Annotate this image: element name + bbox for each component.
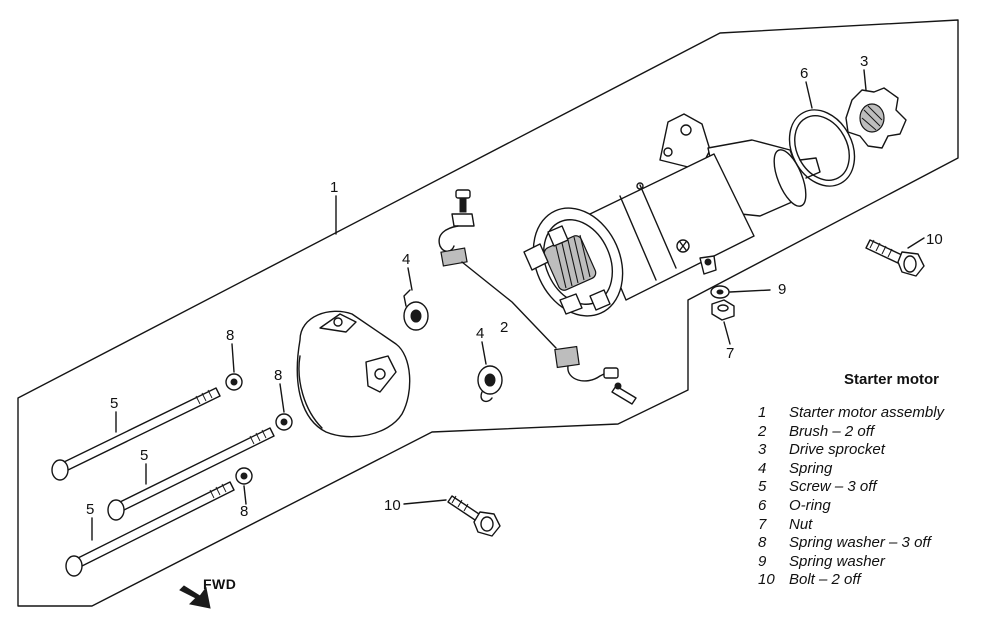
callout-7: 7 (726, 345, 734, 362)
legend-number: 2 (758, 422, 767, 440)
callout-9: 9 (778, 281, 786, 298)
screw-top (51, 387, 221, 481)
legend-number: 4 (758, 459, 767, 477)
legend-item: 9 Spring washer (758, 553, 944, 572)
callout-5-top: 5 (110, 395, 118, 412)
spring-lower (477, 365, 503, 403)
legend-number: 6 (758, 496, 767, 514)
starter-motor-body (523, 113, 821, 317)
legend-item: 4 Spring (758, 460, 944, 479)
callout-8-top: 8 (226, 327, 234, 344)
legend-label: O-ring (789, 496, 831, 514)
legend-item: 2 Brush – 2 off (758, 423, 944, 442)
spring-washer-8-mid (275, 413, 293, 431)
legend-number: 5 (758, 478, 767, 496)
legend-label: Brush – 2 off (789, 422, 875, 440)
callout-4-lower: 4 (476, 325, 484, 342)
legend-label: Spring (789, 459, 833, 477)
end-cover (296, 310, 411, 438)
legend-item: 3 Drive sprocket (758, 441, 944, 460)
legend-label: Screw – 3 off (789, 478, 877, 496)
legend-number: 10 (758, 571, 775, 589)
callout-6: 6 (800, 65, 808, 82)
callout-10-upper: 10 (926, 231, 943, 248)
fwd-label: FWD (203, 576, 237, 592)
drive-sprocket (845, 87, 907, 149)
bolt-lower (447, 495, 501, 537)
legend-item: 5 Screw – 3 off (758, 478, 944, 497)
screw-middle (107, 427, 275, 521)
spring-washer-9 (710, 285, 730, 299)
spring-washer-8-bottom (235, 467, 253, 485)
callout-1: 1 (330, 179, 338, 196)
legend-item: 6 O-ring (758, 497, 944, 516)
legend-item: 8 Spring washer – 3 off (758, 534, 944, 553)
legend-item: 1 Starter motor assembly (758, 404, 944, 423)
callout-8-bottom: 8 (240, 503, 248, 520)
leader-lines (91, 69, 925, 541)
legend-list: 1 Starter motor assembly 2 Brush – 2 off 3… (758, 404, 944, 590)
callout-3: 3 (860, 53, 868, 70)
legend-label: Drive sprocket (789, 441, 885, 459)
brush-upper (438, 189, 475, 267)
legend-number: 8 (758, 534, 767, 552)
callout-8-middle: 8 (274, 367, 282, 384)
legend-title: Starter motor (844, 371, 940, 388)
legend-number: 7 (758, 515, 767, 533)
legend-number: 1 (758, 404, 767, 421)
callout-5-bottom: 5 (86, 501, 94, 518)
legend-label: Nut (789, 515, 813, 533)
screw-bottom (65, 481, 235, 577)
callout-10-lower: 10 (384, 497, 401, 514)
brush-lower (554, 345, 637, 405)
legend-item: 7 Nut (758, 516, 944, 535)
callout-2: 2 (500, 319, 508, 336)
assembly-outline (17, 19, 959, 607)
bolt-upper (865, 239, 925, 277)
legend-item: 10 Bolt – 2 off (758, 571, 944, 590)
nut-7 (711, 299, 735, 321)
legend-number: 9 (758, 552, 767, 570)
legend-label: Starter motor assembly (789, 404, 945, 421)
legend-number: 3 (758, 441, 767, 459)
legend-label: Bolt – 2 off (789, 571, 861, 589)
legend-label: Spring washer – 3 off (789, 534, 931, 552)
fwd-arrow-icon (179, 585, 211, 609)
callout-5-middle: 5 (140, 447, 148, 464)
callout-numbers: 1 2 3 4 4 5 5 5 6 7 8 8 8 9 10 10 (86, 53, 943, 520)
spring-upper (403, 289, 429, 331)
callout-4-upper: 4 (402, 251, 410, 268)
spring-washer-8-top (225, 373, 243, 391)
o-ring (788, 109, 856, 187)
legend-label: Spring washer (789, 552, 885, 570)
